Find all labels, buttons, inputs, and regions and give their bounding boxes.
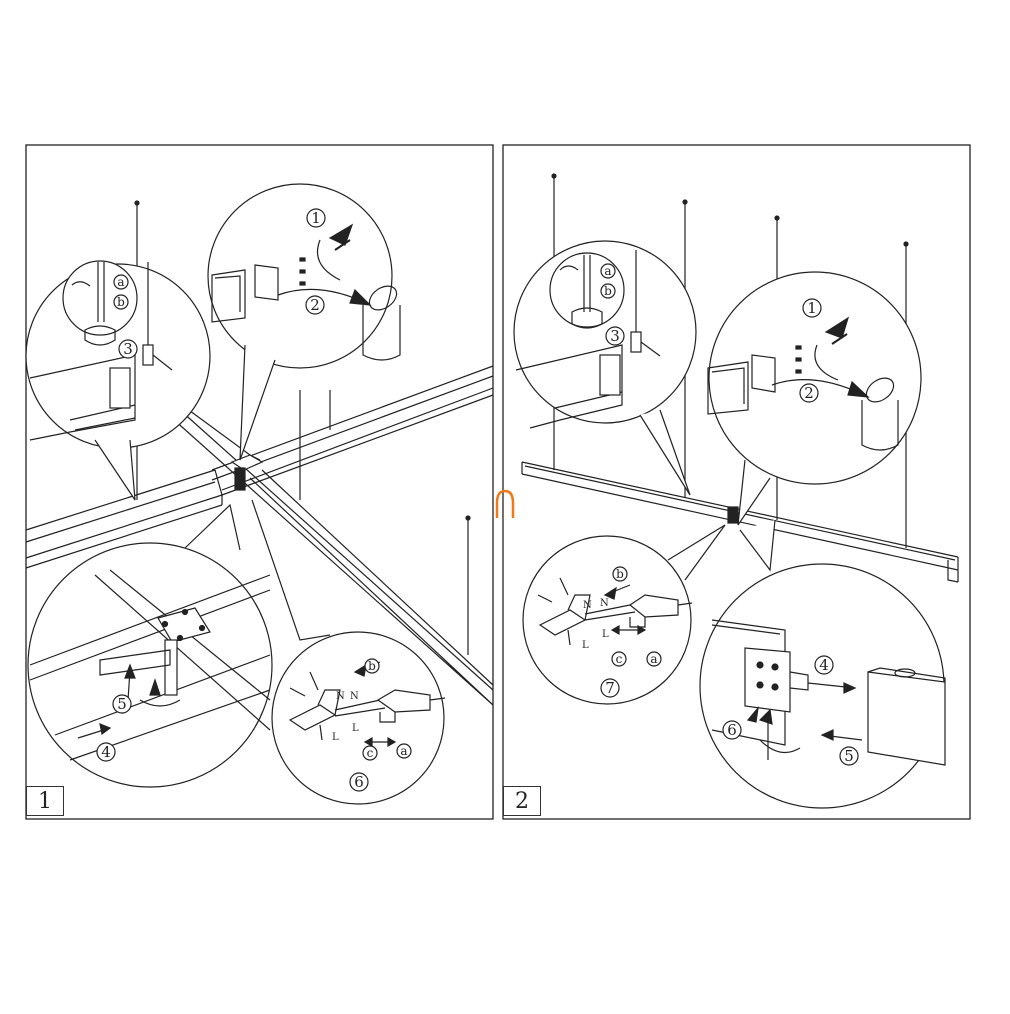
panel-2-wire-l1: L xyxy=(582,640,589,651)
panel-1-wire-n1: N xyxy=(336,691,345,702)
panel-1-frame xyxy=(25,144,494,820)
panel-1-callout-6: 6 xyxy=(354,773,364,791)
panel-1-letter-a-wiring: a xyxy=(400,744,407,758)
panel-1-callout-4: 4 xyxy=(101,743,111,761)
panel-2-callout-3: 3 xyxy=(610,327,620,345)
panel-2-labels: 1 2 3 4 5 6 7 a b b a c N N L L xyxy=(582,264,854,765)
panel-2-letter-b-top: b xyxy=(604,284,612,298)
horseshoe-bracket-icon xyxy=(495,489,515,518)
panel-1-beam-right xyxy=(211,365,494,496)
panel-1-hub xyxy=(230,454,264,491)
panel-1-letter-a-top: a xyxy=(117,275,124,289)
panel-1-letter-c-wiring: c xyxy=(367,746,374,760)
panel-1-magnifier-wiring xyxy=(251,499,446,805)
panel-2-magnifier-end-connection xyxy=(699,519,946,809)
panel-1-letter-b-wiring: b xyxy=(368,659,376,673)
panel-2-letter-b-wiring: b xyxy=(616,567,624,581)
panel-1-wire-n2: N xyxy=(350,691,359,702)
panel-1-callout-1: 1 xyxy=(311,209,321,227)
panel-1-beam-left xyxy=(25,469,223,569)
panel-1-magnifier-hub-screws xyxy=(27,503,273,788)
panel-2-callout-7: 7 xyxy=(605,679,615,697)
panel-1-letter-b-top: b xyxy=(117,295,125,309)
panel-2-letter-a-wiring: a xyxy=(650,652,657,666)
panel-2-wire-n2: N xyxy=(600,598,609,609)
panel-1-callout-2: 2 xyxy=(310,296,320,314)
panel-2 xyxy=(502,144,971,820)
panel-2-callout-circles xyxy=(600,263,859,766)
panel-2-number: 2 xyxy=(503,786,541,816)
panel-1-magnifier-end-cap xyxy=(207,183,401,461)
panel-2-callout-6: 6 xyxy=(727,721,737,739)
panel-1-wire-l2: L xyxy=(352,723,359,734)
panel-1-callout-5: 5 xyxy=(117,695,127,713)
panel-2-callout-2: 2 xyxy=(804,384,814,402)
panel-2-wire-n1: N xyxy=(583,600,592,611)
panel-2-callout-1: 1 xyxy=(807,299,817,317)
panel-2-callout-5: 5 xyxy=(844,747,854,765)
panel-2-frame xyxy=(502,144,971,820)
panel-1-labels: 1 2 3 4 5 6 a b b a c N N L L xyxy=(101,209,407,791)
panel-2-letter-c-wiring: c xyxy=(616,652,623,666)
panel-1-callout-3: 3 xyxy=(123,340,133,358)
panel-2-magnifier-end-cap xyxy=(707,271,922,526)
panel-2-callout-4: 4 xyxy=(819,656,829,674)
panel-2-wire-l2: L xyxy=(602,629,609,640)
panel-1-number: 1 xyxy=(26,786,64,816)
panel-1-wire-l1: L xyxy=(332,732,339,743)
panel-2-magnifier-cable-clamp xyxy=(513,240,697,496)
panel-1 xyxy=(25,144,494,820)
panel-1-callout-circles xyxy=(96,208,412,792)
panel-2-letter-a-top: a xyxy=(604,264,611,278)
panel-2-magnifier-wiring xyxy=(522,524,726,705)
